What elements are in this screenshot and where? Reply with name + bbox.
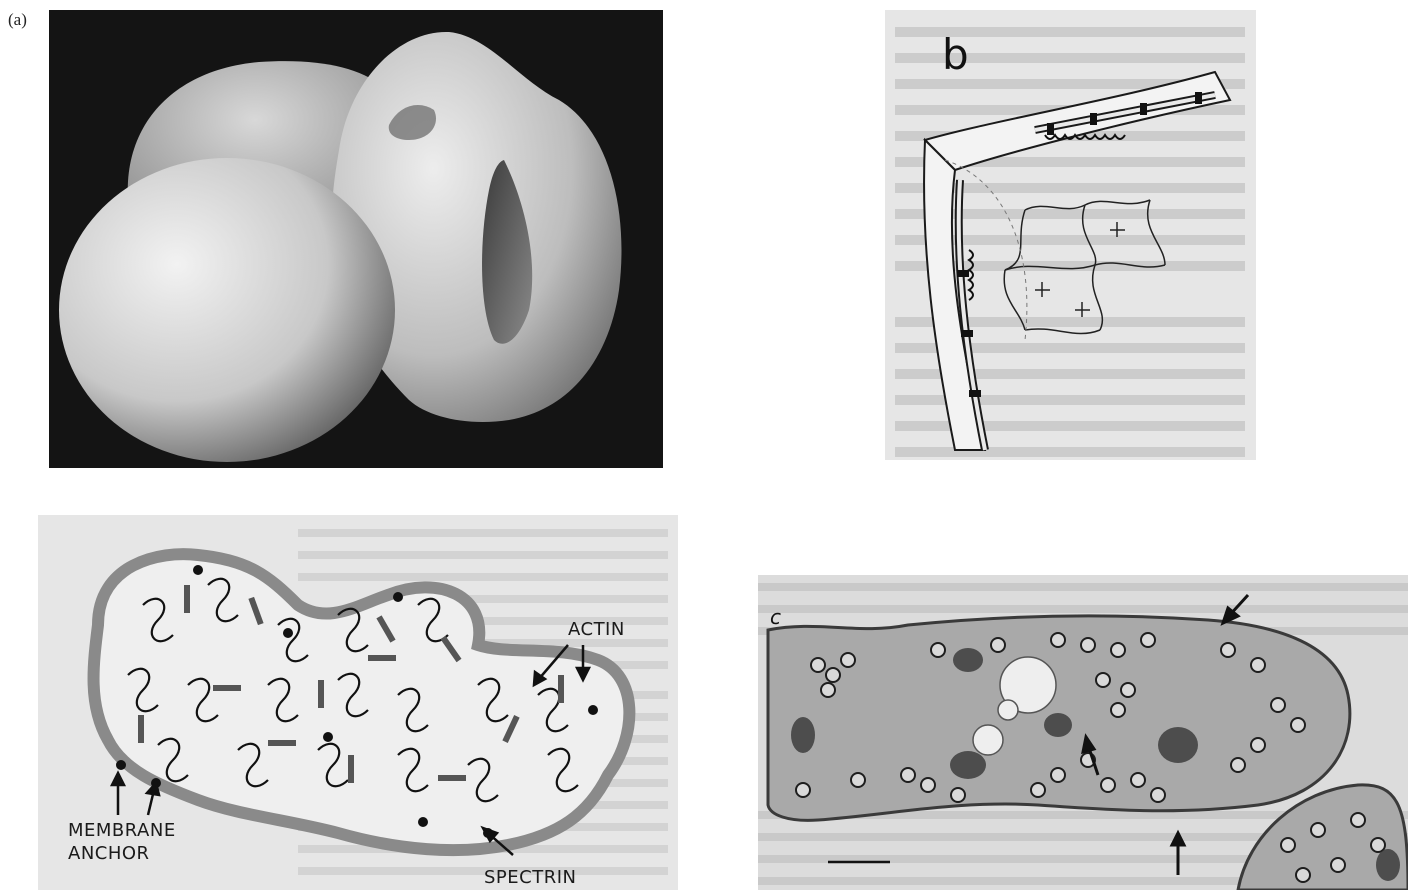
panel-c-label: c [770,605,781,629]
sem-micrograph-panel [49,10,663,468]
panel-a-label: (a) [8,10,27,30]
actin-label: ACTIN [568,619,625,642]
membrane-drawing-image [885,10,1256,460]
membrane-anchor-label: MEMBRANE ANCHOR [68,820,176,865]
spectrin-schematic-panel: ACTIN MEMBRANE ANCHOR SPECTRIN [38,515,678,890]
sem-micrograph-image [49,10,663,468]
membrane-drawing-panel: b [885,10,1256,460]
spectrin-label: SPECTRIN [484,867,577,890]
tem-micrograph-panel: c [758,575,1408,890]
tem-micrograph-image [758,575,1408,890]
panel-b-label: b [942,30,969,79]
